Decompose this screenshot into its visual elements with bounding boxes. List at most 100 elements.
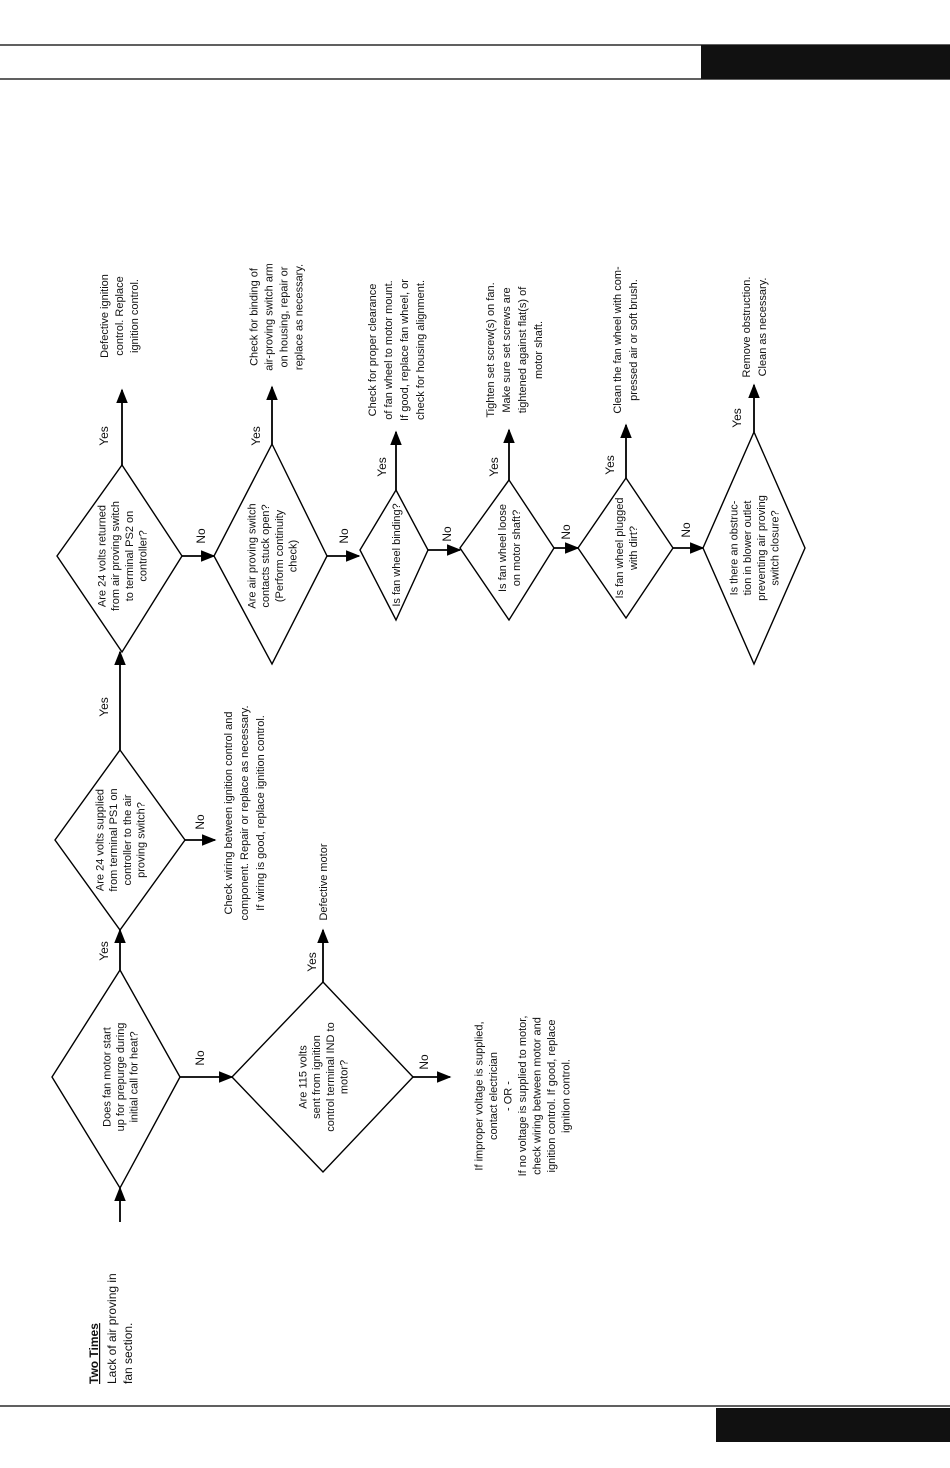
- outcome-check-binding-line: replace as necessary.: [294, 264, 306, 370]
- decision-loose-text-line: on motor shaft?: [511, 510, 523, 586]
- outcome-clean-line: pressed air or soft brush.: [628, 279, 640, 401]
- decision-obstruction-text-line: tion in blower outlet: [742, 501, 754, 596]
- decision-115-volts: [231, 980, 414, 1174]
- outcome-improper-voltage-line: ignition control. If good, replace: [546, 1020, 558, 1173]
- decision-115-volts-text-line: sent from ignition: [311, 1035, 323, 1119]
- svg-text:No: No: [559, 524, 573, 540]
- decision-115-volts-text-line: motor?: [338, 1060, 350, 1094]
- decision-binding-text-line: Is fan wheel binding?: [391, 503, 403, 606]
- outcome-tighten: Tighten set screw(s) on fan. Make sure se…: [485, 282, 545, 417]
- page-subtitle-line: Lack of air proving in: [105, 1273, 119, 1384]
- label-yes-contacts: Yes: [249, 426, 263, 446]
- svg-text:Yes: Yes: [249, 426, 263, 446]
- page-footer: [0, 1405, 950, 1442]
- outcome-tighten-line: motor shaft.: [533, 321, 545, 379]
- decision-ps2-text-line: controller?: [137, 530, 149, 581]
- label-no-115: No: [417, 1054, 431, 1070]
- outcome-defective-ignition-line: Defective ignition: [99, 274, 111, 358]
- svg-text:Yes: Yes: [730, 408, 744, 428]
- decision-contacts-text-line: contacts stuck open?: [260, 504, 272, 607]
- outcome-improper-voltage-line: If improper voltage is supplied,: [474, 1021, 486, 1170]
- outcome-improper-voltage-line: contact electrician: [488, 1052, 500, 1140]
- outcome-clearance-line: Check for proper clearance: [367, 284, 379, 417]
- connectors: [114, 383, 760, 1222]
- decision-ps2-text-line: from air proving switch: [110, 501, 122, 611]
- outcome-tighten-line: Tighten set screw(s) on fan.: [485, 282, 497, 417]
- decision-binding: [359, 488, 429, 622]
- outcome-clearance-line: of fan wheel to motor mount.: [383, 280, 395, 419]
- outcome-check-wiring-line: component. Repair or replace as necessar…: [239, 705, 251, 920]
- outcome-improper-voltage: If improper voltage is supplied,contact …: [474, 1016, 573, 1177]
- svg-text:Yes: Yes: [487, 457, 501, 477]
- decision-obstruction-text-line: Is there an obstruc-: [729, 500, 741, 595]
- decision-binding-text: Is fan wheel binding?: [391, 503, 403, 606]
- svg-text:No: No: [417, 1054, 431, 1070]
- decision-obstruction-text: Is there an obstruc-tion in blower outle…: [729, 495, 782, 601]
- svg-text:No: No: [193, 1050, 207, 1066]
- decision-ps1-text-line: proving switch?: [135, 802, 147, 878]
- decision-contacts-text-line: check): [287, 540, 299, 572]
- decision-plugged: [577, 476, 674, 620]
- outcome-tighten-line: tightened against flat(s) of: [517, 286, 529, 414]
- decision-obstruction: [702, 430, 806, 666]
- decision-shapes: [51, 430, 806, 1190]
- outcome-defective-motor-line: Defective motor: [318, 843, 330, 920]
- label-no-plugged: No: [679, 522, 693, 538]
- outcome-check-wiring: Check wiring between ignition control an…: [223, 705, 267, 920]
- decision-ps2: [56, 463, 183, 654]
- outcome-check-binding-line: Check for binding of: [249, 267, 261, 366]
- outcome-clean-line: Clean the fan wheel with com-: [612, 266, 624, 414]
- decision-ps2-text-line: Are 24 volts returned: [97, 505, 109, 607]
- decision-obstruction-text-line: preventing air proving: [756, 495, 768, 601]
- outcome-defective-motor: Defective motor: [318, 843, 330, 920]
- outcome-tighten-line: Make sure set screws are: [501, 287, 513, 412]
- label-no-contacts: No: [337, 528, 351, 544]
- outcome-clean: Clean the fan wheel with com-pressed air…: [612, 266, 640, 414]
- outcome-check-wiring-line: If wiring is good, replace ignition cont…: [255, 715, 267, 911]
- svg-text:No: No: [194, 528, 208, 544]
- page-subtitle-line: fan section.: [121, 1323, 135, 1384]
- label-yes-binding: Yes: [375, 457, 389, 477]
- svg-text:Yes: Yes: [305, 952, 319, 972]
- svg-text:Yes: Yes: [603, 455, 617, 475]
- label-yes-115: Yes: [305, 952, 319, 972]
- decision-contacts-text-line: Are air proving switch: [247, 503, 259, 608]
- outcome-clearance-line: If good, replace fan wheel, or: [399, 279, 411, 421]
- decision-ps2-text-line: to terminal PS2 on: [124, 511, 136, 602]
- page-header: [0, 44, 950, 80]
- svg-text:Yes: Yes: [97, 697, 111, 717]
- label-yes-obstruction: Yes: [730, 408, 744, 428]
- svg-text:No: No: [679, 522, 693, 538]
- outcome-remove-line: Clean as necessary.: [757, 278, 769, 377]
- outcome-improper-voltage-line: If no voltage is supplied to motor,: [517, 1016, 529, 1177]
- outcome-defective-ignition-line: control. Replace: [114, 276, 126, 356]
- outcome-remove-line: Remove obstruction.: [741, 277, 753, 378]
- decision-loose: [459, 478, 555, 622]
- outcome-clearance-line: check for housing alignment.: [415, 280, 427, 420]
- label-no-loose: No: [559, 524, 573, 540]
- label-no-fan-motor: No: [193, 1050, 207, 1066]
- decision-fan-motor-text-line: up for prepurge during: [115, 1023, 127, 1132]
- outcome-remove: Remove obstruction. Clean as necessary.: [741, 277, 769, 378]
- outcome-clearance: Check for proper clearance of fan wheel t…: [367, 279, 427, 421]
- label-no-binding: No: [440, 526, 454, 542]
- decision-115-volts-text-line: control terminal IND to: [325, 1022, 337, 1131]
- decision-obstruction-text-line: switch closure?: [769, 510, 781, 585]
- decision-fan-motor: [51, 968, 181, 1190]
- svg-text:Yes: Yes: [97, 941, 111, 961]
- outcome-improper-voltage-line: check wiring between motor and: [532, 1017, 544, 1175]
- label-yes-plugged: Yes: [603, 455, 617, 475]
- label-yes-fan-motor: Yes: [97, 941, 111, 961]
